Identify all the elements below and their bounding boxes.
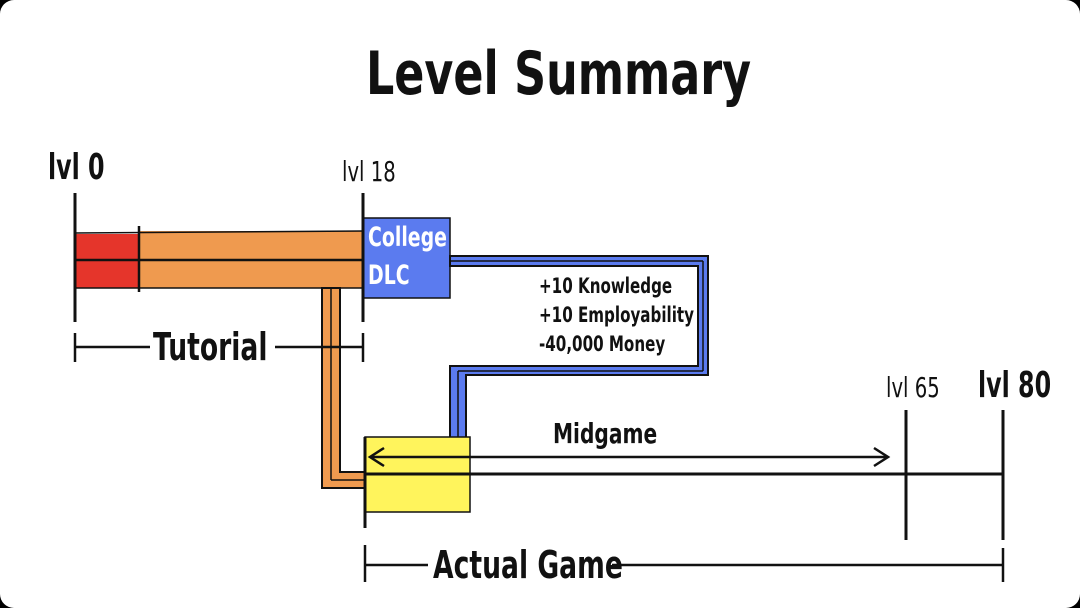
- lvl18-label: lvl 18: [342, 155, 396, 188]
- dlc-label: DLC: [368, 260, 410, 291]
- money-effect: -40,000 Money: [539, 332, 666, 356]
- no-college-path: [321, 287, 369, 489]
- lvl0-label: lvl 0: [48, 147, 105, 188]
- lvl80-label: lvl 80: [978, 365, 1052, 406]
- tutorial-label: Tutorial: [153, 325, 268, 369]
- midgame-label: Midgame: [553, 417, 658, 450]
- employability-effect: +10 Employability: [539, 303, 694, 327]
- page-title: Level Summary: [366, 39, 752, 109]
- lvl65-label: lvl 65: [886, 371, 940, 404]
- college-dlc-box: [362, 217, 451, 299]
- actual-game-label: Actual Game: [433, 543, 623, 587]
- college-label: College: [368, 222, 447, 253]
- knowledge-effect: +10 Knowledge: [539, 274, 673, 298]
